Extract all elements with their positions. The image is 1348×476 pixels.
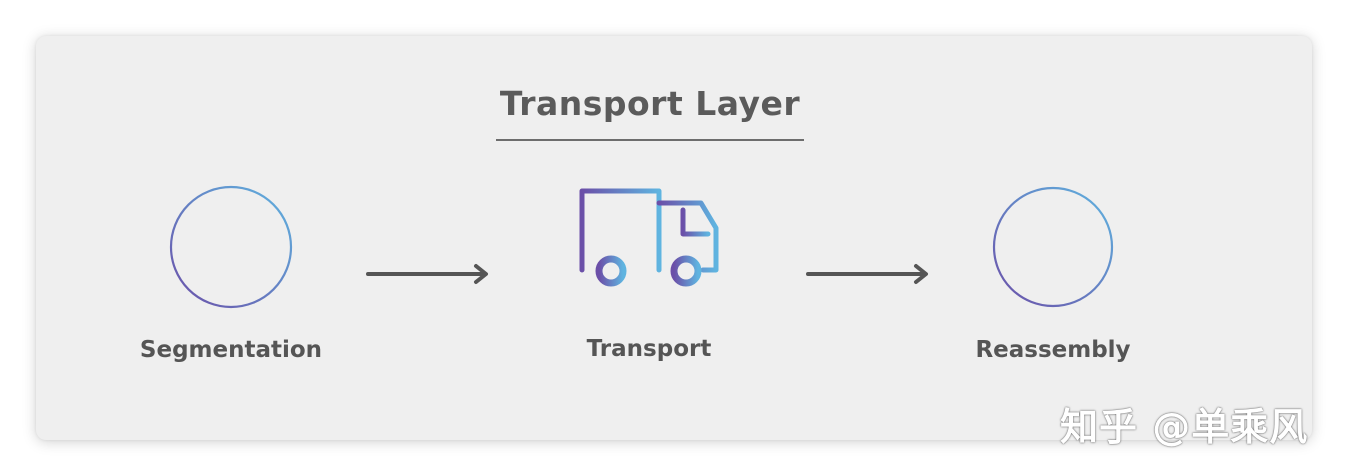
watermark: 知乎 @单乘风 [1060,405,1309,449]
transport-label: Transport [586,336,712,362]
arrow-right-icon [366,264,488,284]
arrow-right-icon [806,264,928,284]
reassembly-label: Reassembly [975,337,1131,363]
circle-icon [992,186,1114,308]
quartered-circle-icon [169,185,293,309]
truck-icon [579,188,719,287]
diagram-card [36,36,1312,440]
title-underline [496,139,804,141]
segmentation-label: Segmentation [139,337,323,363]
diagram-title: Transport Layer [499,84,801,123]
